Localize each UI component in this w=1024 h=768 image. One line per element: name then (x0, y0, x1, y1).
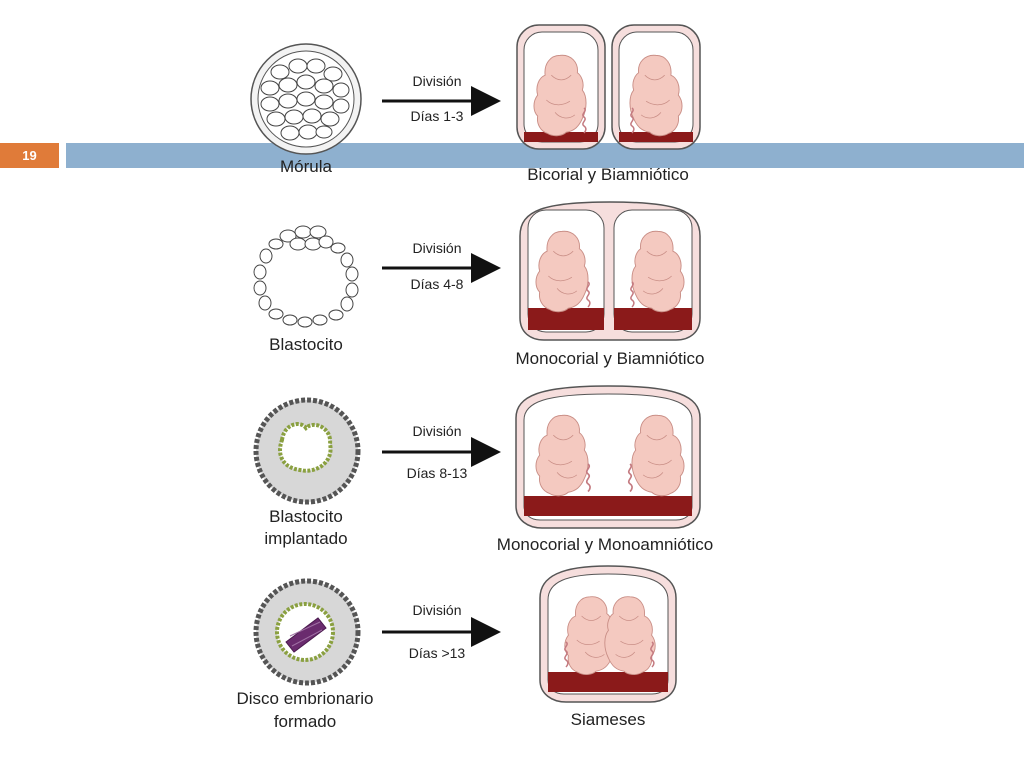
result-bicorial-biamniotic (516, 24, 701, 150)
arrow-label-days: Días 4-8 (410, 276, 464, 292)
arrow-label-division: División (412, 423, 462, 439)
result-label-siameses: Siameses (570, 710, 646, 729)
arrow-label-days: Días 1-3 (410, 108, 464, 124)
result-monocorial-biamniotic (519, 201, 701, 341)
result-siameses (539, 565, 677, 703)
division-arrows (382, 86, 501, 647)
slide-number: 19 (0, 143, 59, 168)
result-monocorial-monoamniotic (515, 385, 701, 529)
arrow-label-days: Días 8-13 (406, 465, 468, 481)
stage-label-blastocito-implantado-1: Blastocito (269, 507, 343, 526)
arrow-label-division: División (412, 240, 462, 256)
blastocyst-icon (253, 225, 359, 328)
arrow-label-days: Días >13 (408, 645, 466, 661)
stage-label-blastocito-implantado-2: implantado (264, 529, 348, 548)
result-label-monocorial-biamniotico: Monocorial y Biamniótico (515, 349, 705, 368)
implanted-blastocyst-icon (253, 397, 361, 505)
stage-label-disco-1: Disco embrionario (236, 689, 374, 708)
embryonic-disc-icon (253, 578, 361, 686)
result-label-monocorial-monoamniotico: Monocorial y Monoamniótico (496, 535, 714, 554)
stage-label-blastocito: Blastocito (269, 335, 343, 354)
stage-label-disco-2: formado (273, 712, 337, 731)
morula-icon (250, 43, 362, 155)
result-label-bicorial: Bicorial y Biamniótico (527, 165, 689, 184)
arrow-label-division: División (412, 602, 462, 618)
stage-label-morula: Mórula (280, 157, 332, 176)
arrow-label-division: División (412, 73, 462, 89)
